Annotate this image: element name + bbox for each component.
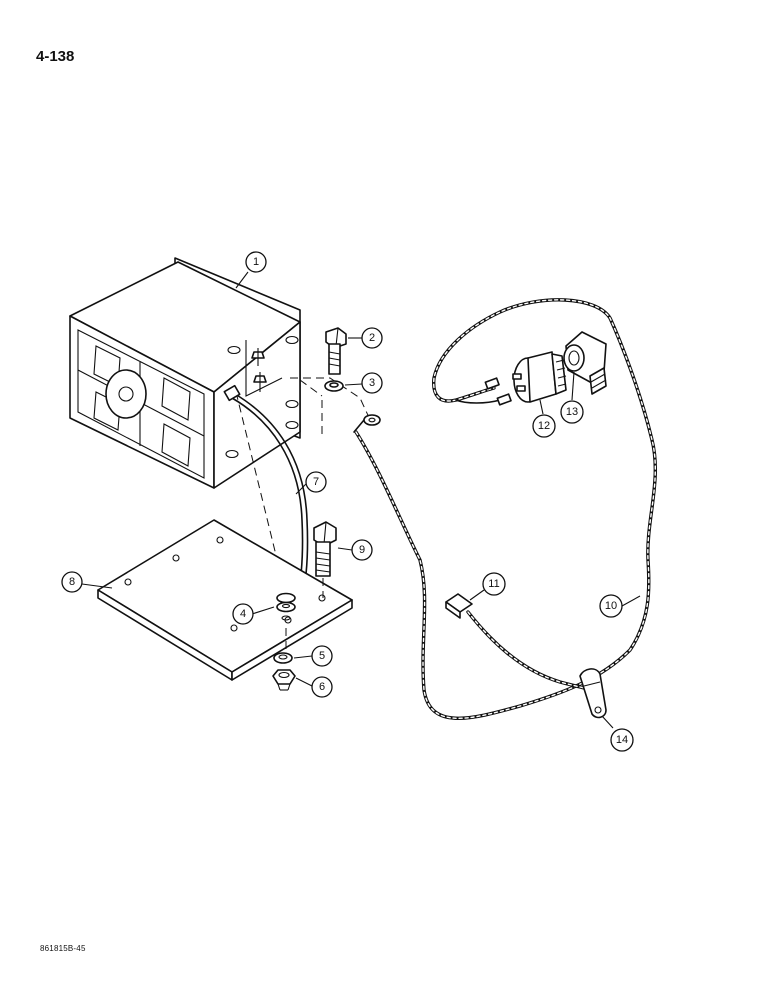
- callout-13: 13: [560, 400, 584, 424]
- callout-leaders: [81, 271, 641, 729]
- spade-connector: [484, 377, 512, 406]
- pressure-switch: [512, 351, 567, 403]
- svg-text:8: 8: [69, 576, 75, 588]
- callout-14: 14: [610, 728, 634, 752]
- mounting-plate: [97, 519, 353, 681]
- ring-terminal: [353, 414, 381, 433]
- svg-text:14: 14: [616, 734, 628, 746]
- callout-3: 3: [361, 372, 383, 394]
- callout-7: 7: [305, 471, 327, 493]
- svg-text:3: 3: [369, 377, 375, 389]
- nut-part: [272, 669, 296, 691]
- washer-part: [273, 652, 293, 664]
- callout-9: 9: [351, 539, 373, 561]
- svg-text:6: 6: [319, 681, 325, 693]
- harness-clip: [579, 668, 607, 719]
- washer-part: [324, 380, 344, 392]
- svg-text:10: 10: [605, 600, 617, 612]
- wire-harness: [354, 298, 658, 720]
- svg-text:7: 7: [313, 476, 319, 488]
- callout-12: 12: [532, 414, 556, 438]
- bolt-part: [313, 521, 337, 577]
- leader-line: [290, 377, 373, 425]
- callout-4: 4: [232, 603, 254, 625]
- callout-5: 5: [311, 645, 333, 667]
- svg-text:13: 13: [566, 406, 578, 418]
- callout-2: 2: [361, 327, 383, 349]
- callout-11: 11: [482, 572, 506, 596]
- svg-text:1: 1: [253, 256, 259, 268]
- svg-text:5: 5: [319, 650, 325, 662]
- leader-line: [299, 379, 323, 397]
- callout-6: 6: [311, 676, 333, 698]
- svg-text:11: 11: [488, 578, 499, 590]
- svg-text:4: 4: [240, 608, 246, 620]
- wire-connector: [445, 593, 473, 619]
- bolt-part: [325, 327, 347, 375]
- callout-8: 8: [61, 571, 83, 593]
- elbow-fitting: [563, 331, 607, 395]
- svg-text:2: 2: [369, 332, 375, 344]
- svg-text:9: 9: [359, 544, 365, 556]
- callout-1: 1: [245, 251, 267, 273]
- callout-10: 10: [599, 594, 623, 618]
- figure-code: 861815B-45: [40, 944, 86, 953]
- svg-text:12: 12: [538, 420, 550, 432]
- washer-part: [276, 592, 296, 621]
- page-number: 4-138: [36, 48, 75, 65]
- alarm-housing: [69, 257, 301, 489]
